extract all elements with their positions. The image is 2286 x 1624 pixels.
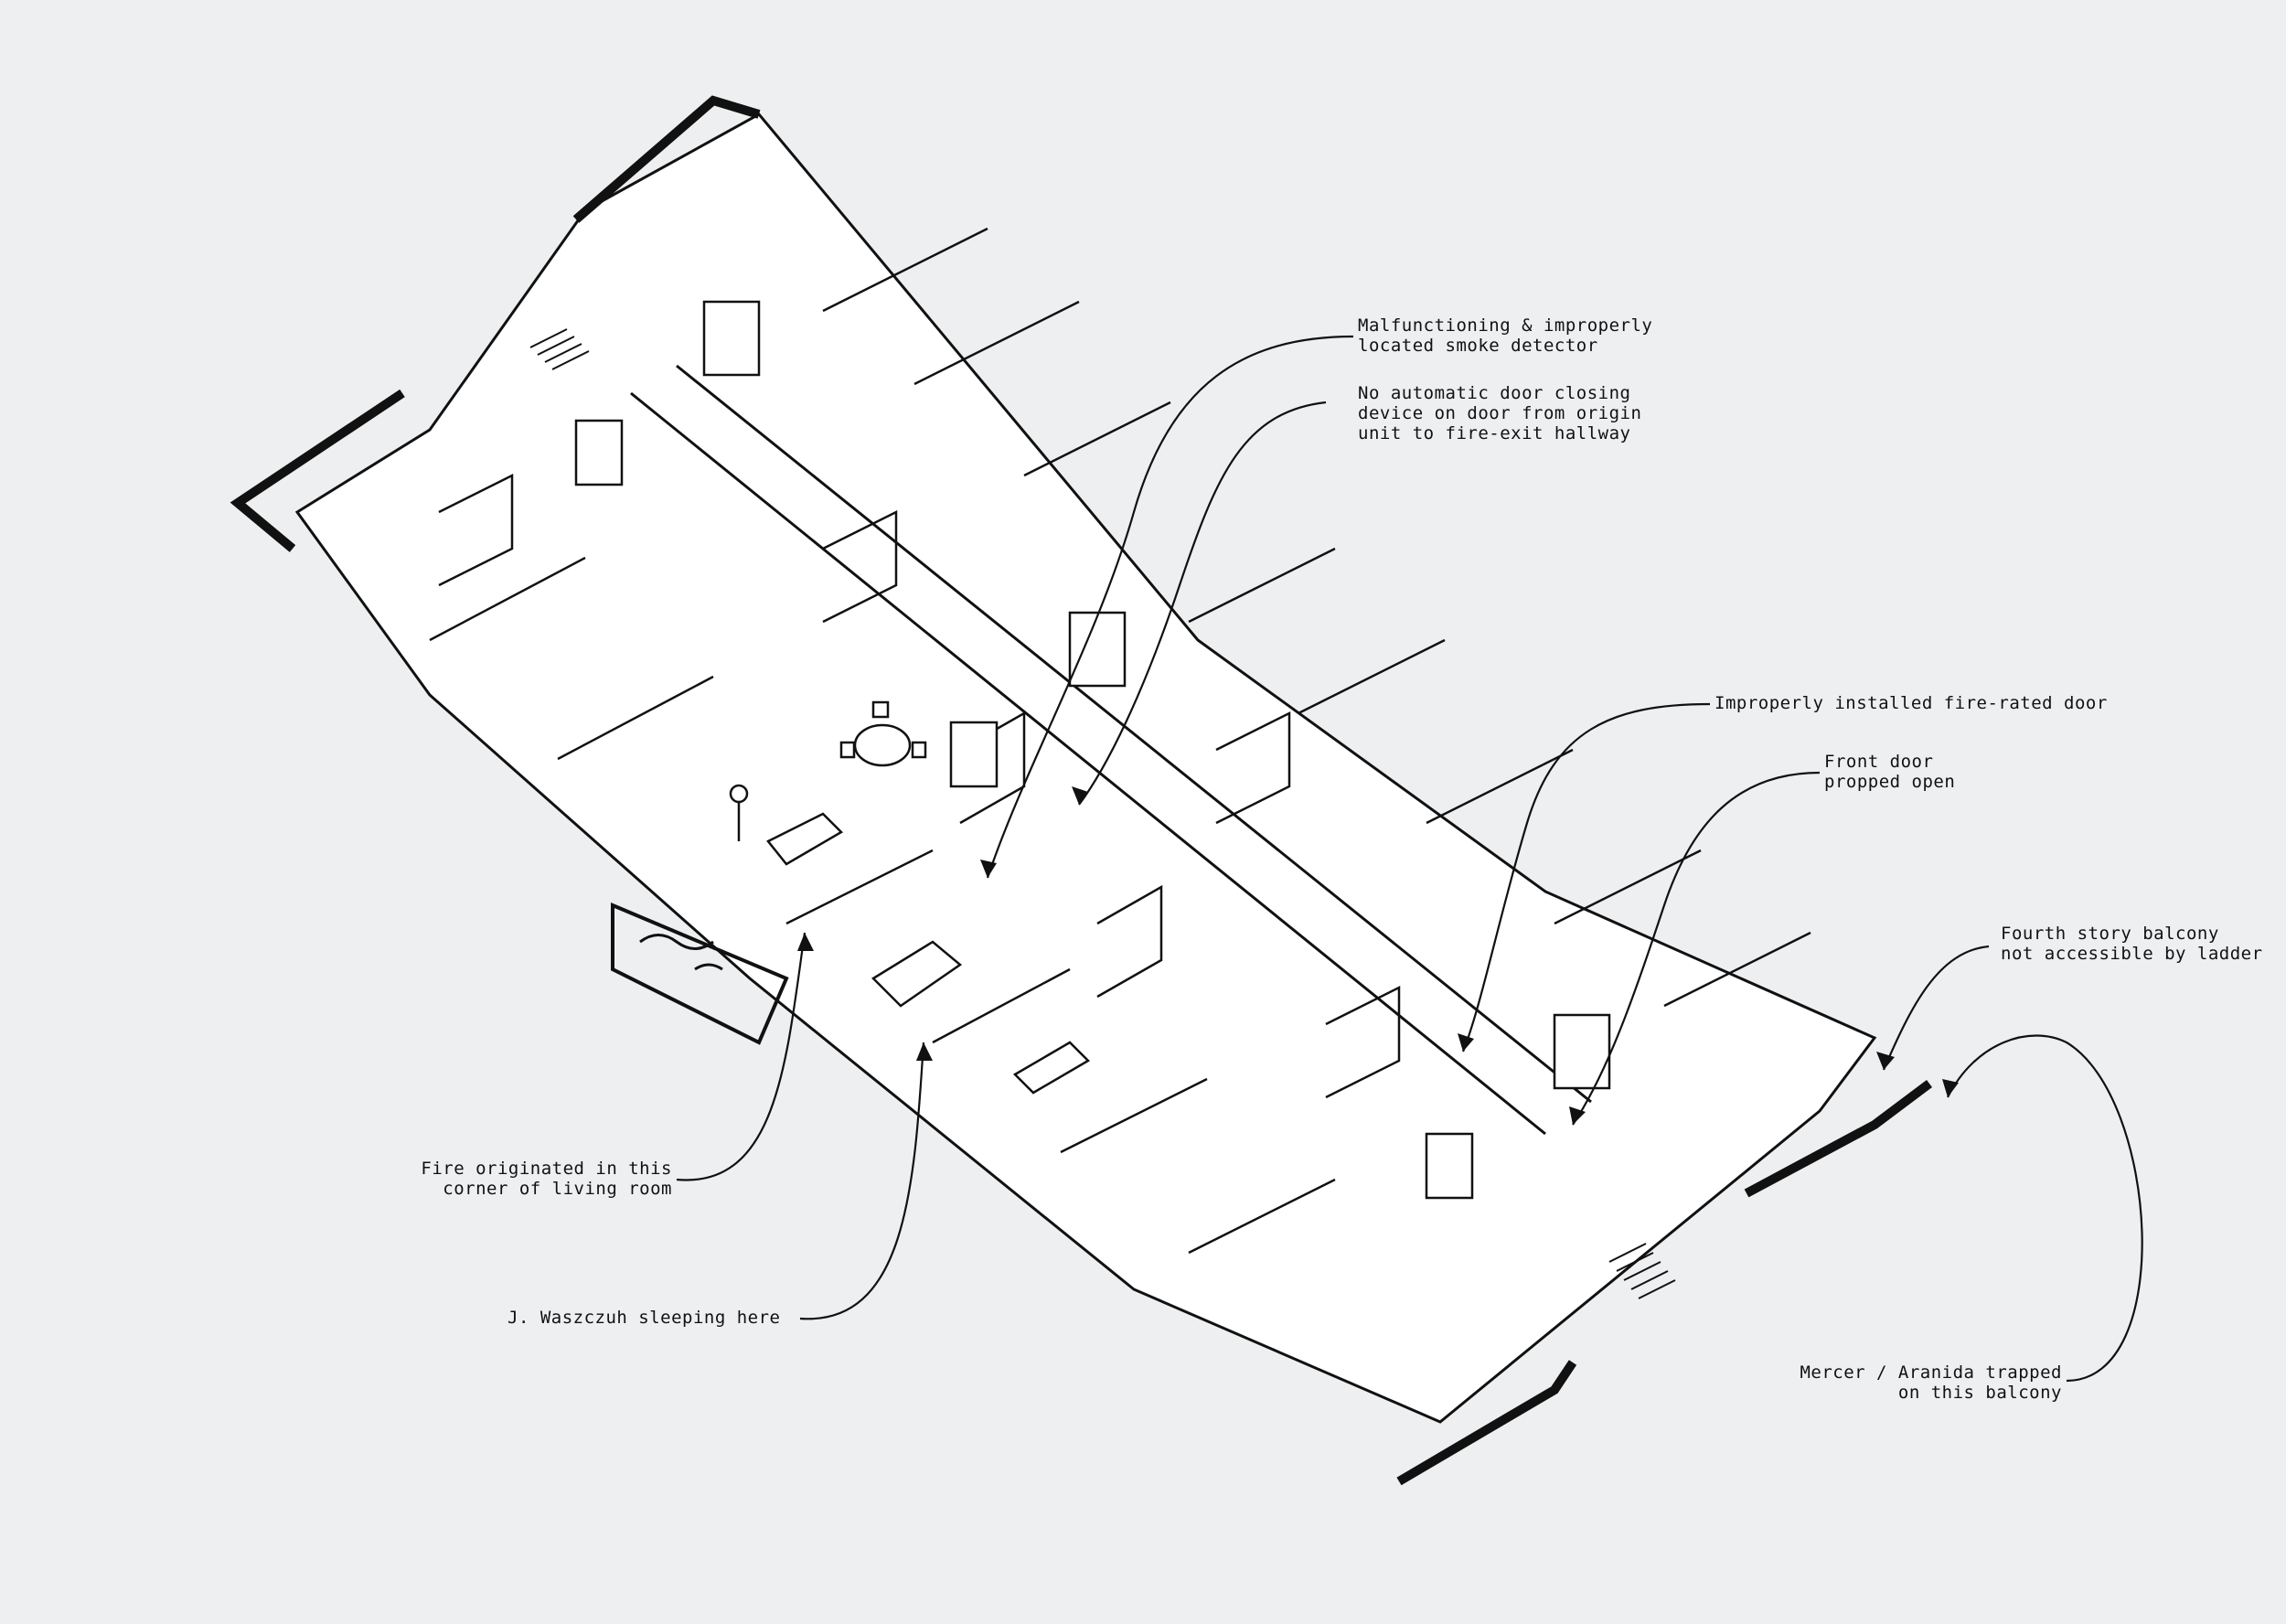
bed xyxy=(871,940,963,1008)
desk xyxy=(1012,1041,1091,1095)
central-corridor xyxy=(630,364,1592,1136)
arrowheads xyxy=(797,786,1959,1125)
kitchen-cabinet xyxy=(1068,611,1127,688)
leader-sleeping xyxy=(799,1042,925,1320)
chair xyxy=(871,700,890,719)
leader-fire-origin xyxy=(676,932,807,1181)
leader-fire-rated-door xyxy=(1461,702,1711,1052)
kitchen-cabinet xyxy=(574,419,624,486)
staircases xyxy=(529,328,1676,1299)
balconies xyxy=(230,95,1932,1486)
kitchen-cabinet xyxy=(702,300,761,377)
leader-lines xyxy=(676,335,2143,1383)
building-outline xyxy=(294,112,1877,1424)
sofa xyxy=(766,812,844,866)
kitchen-cabinet xyxy=(1553,1013,1611,1090)
chair xyxy=(911,741,927,759)
label-front-door: Front door propped open xyxy=(1824,752,1956,792)
leader-door-closer xyxy=(1078,401,1327,806)
lamp xyxy=(729,784,749,804)
leader-smoke-detector xyxy=(986,335,1354,879)
chair xyxy=(839,741,856,759)
leader-balcony-fourth xyxy=(1882,945,1990,1071)
label-door-closer: No automatic door closing device on door… xyxy=(1358,383,1642,443)
kitchen-cabinet xyxy=(1425,1132,1474,1200)
label-balcony-fourth: Fourth story balcony not accessible by l… xyxy=(2001,924,2263,964)
interior-walls xyxy=(429,227,1811,1255)
dining-table xyxy=(853,723,912,767)
label-smoke-detector: Malfunctioning & improperly located smok… xyxy=(1358,315,1653,356)
label-trapped: Mercer / Aranida trapped on this balcony xyxy=(1800,1362,2062,1403)
furniture xyxy=(574,300,1611,1200)
leader-trapped xyxy=(1947,1034,2143,1383)
label-sleeping: J. Waszczuh sleeping here xyxy=(507,1308,781,1328)
label-fire-origin: Fire originated in this corner of living… xyxy=(421,1159,672,1199)
leader-front-door xyxy=(1572,771,1821,1126)
label-fire-rated-door: Improperly installed fire-rated door xyxy=(1714,693,2108,713)
fire-origin-balcony xyxy=(611,902,789,1045)
kitchen-cabinet xyxy=(949,721,999,788)
